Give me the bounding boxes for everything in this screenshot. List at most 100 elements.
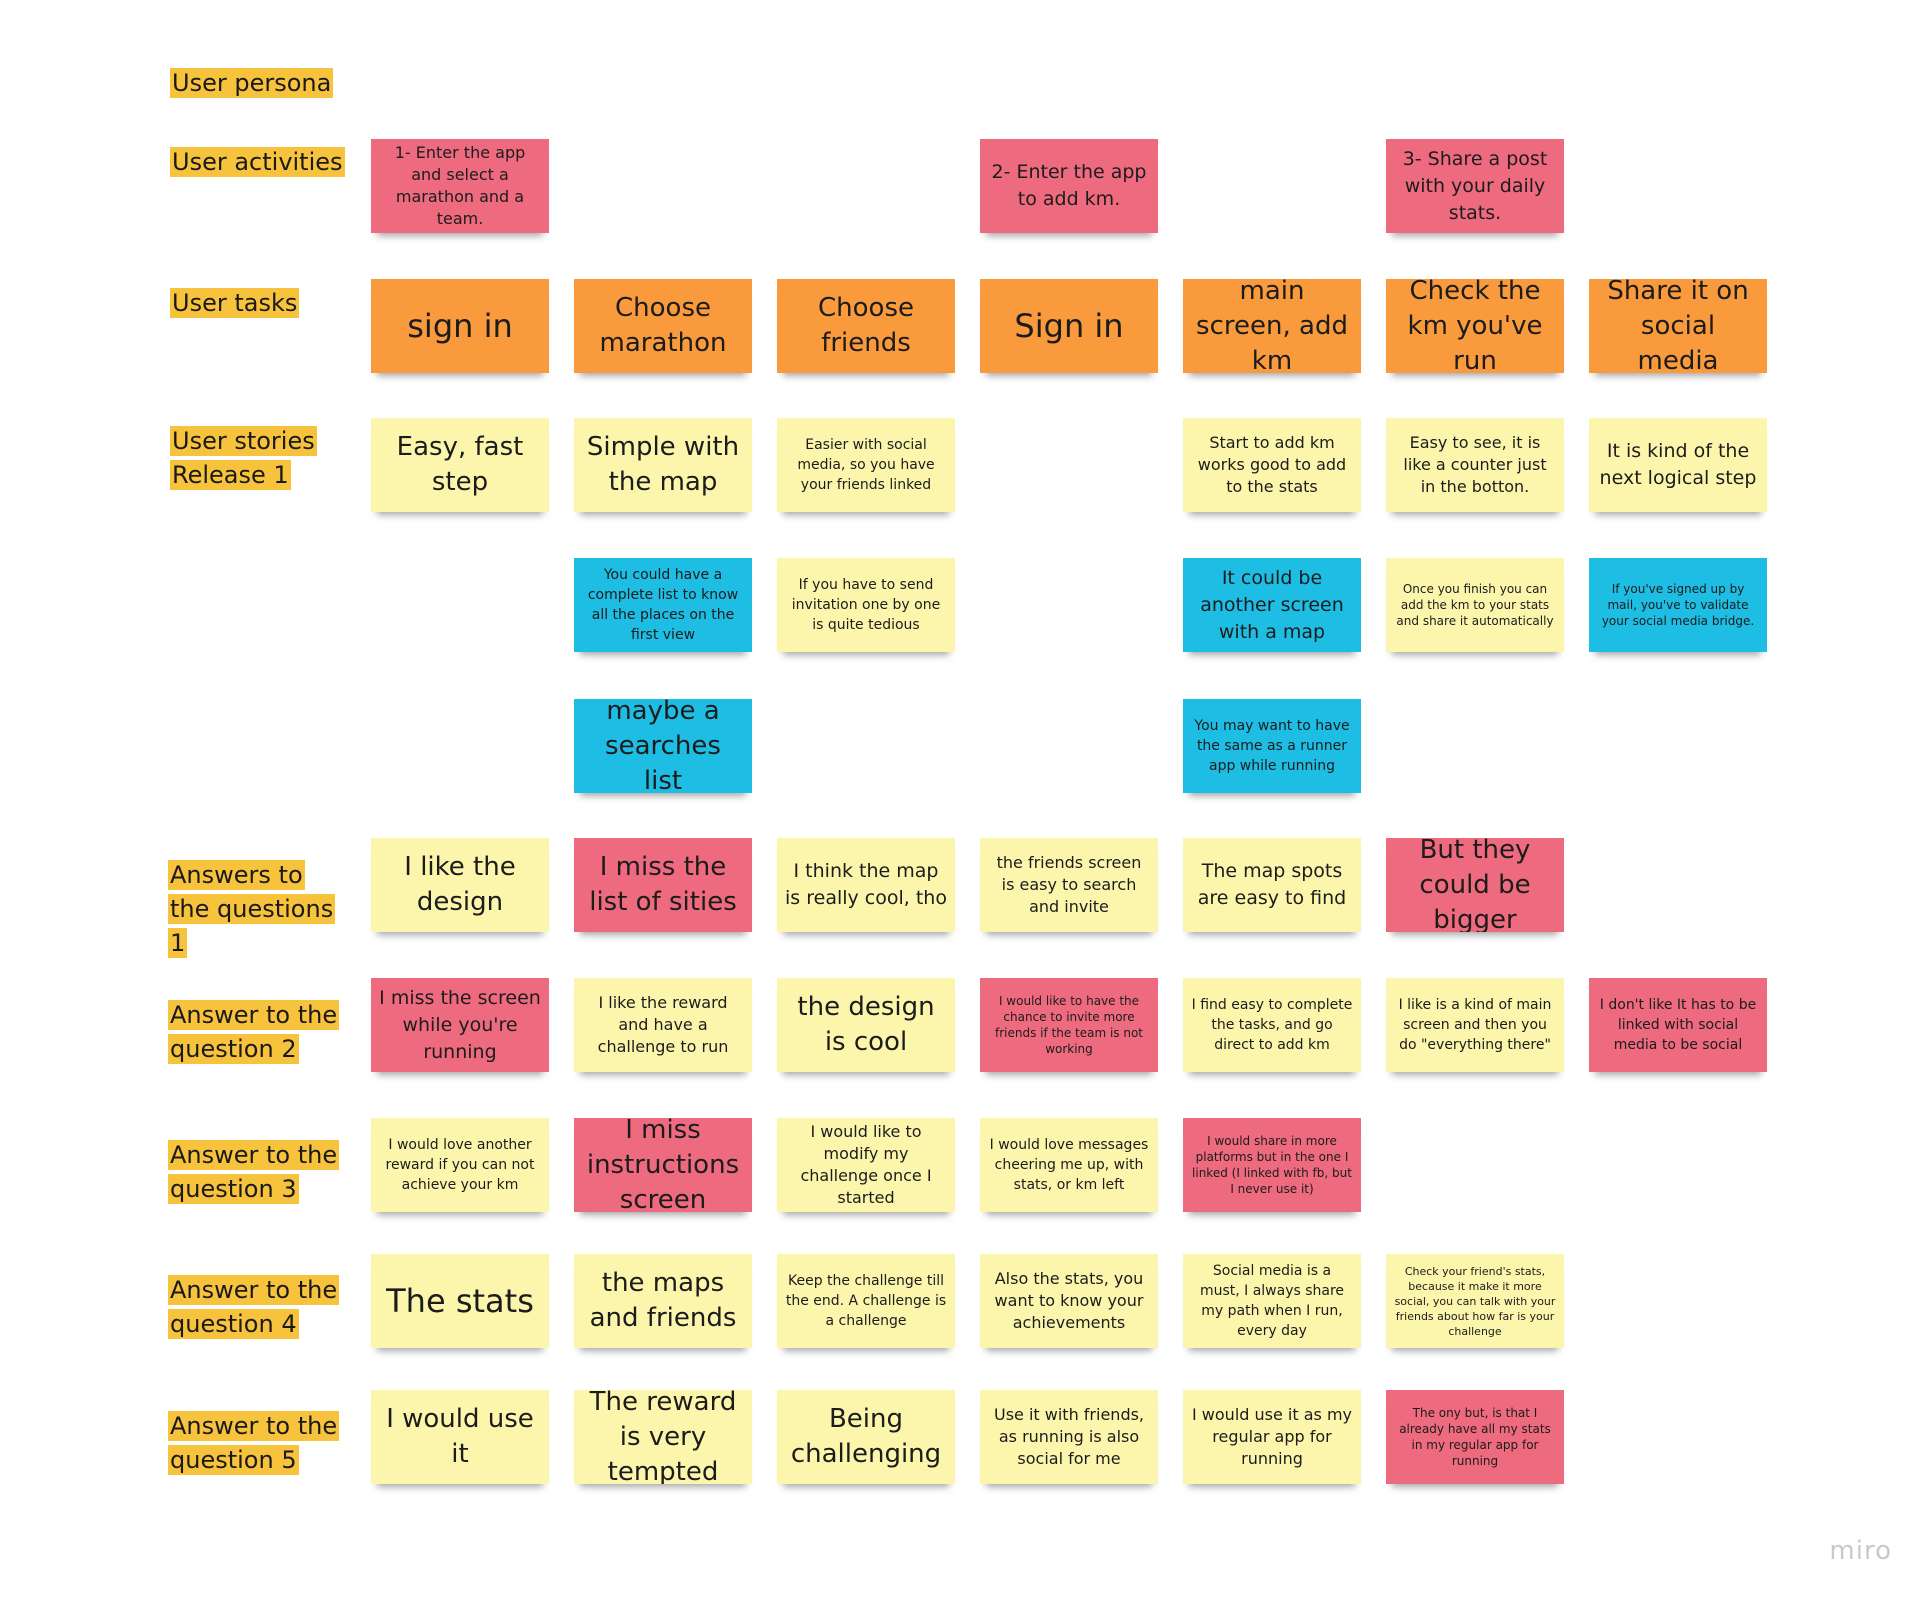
sticky-note-text: Share it on social media bbox=[1607, 279, 1749, 373]
sticky-note-q3-2[interactable]: I would like to modify my challenge once… bbox=[777, 1118, 955, 1212]
sticky-note-q2-6[interactable]: I don't like It has to be linked with so… bbox=[1589, 978, 1767, 1072]
sticky-note-q3-1[interactable]: I miss instructions screen bbox=[574, 1118, 752, 1212]
sticky-note-stories-1[interactable]: Simple with the map bbox=[574, 418, 752, 512]
sticky-note-text: Check your friend's stats, because it ma… bbox=[1394, 1264, 1556, 1338]
sticky-note-text: I would use it bbox=[386, 1404, 534, 1469]
sticky-note-q1-3[interactable]: the friends screen is easy to search and… bbox=[980, 838, 1158, 932]
sticky-note-activities-3[interactable]: 2- Enter the app to add km. bbox=[980, 139, 1158, 233]
sticky-note-stories3-1[interactable]: maybe a searches list bbox=[574, 699, 752, 793]
sticky-note-q4-0[interactable]: The stats bbox=[371, 1254, 549, 1348]
row-label-text: User tasks bbox=[170, 288, 300, 318]
row-label-text: User persona bbox=[170, 68, 334, 98]
sticky-note-stories2-1[interactable]: You could have a complete list to know a… bbox=[574, 558, 752, 652]
row-label-activities: User activities bbox=[170, 145, 350, 179]
sticky-note-tasks-6[interactable]: Share it on social media bbox=[1589, 279, 1767, 373]
sticky-note-text: Check the km you've run bbox=[1407, 279, 1543, 373]
row-label-q4: Answer to the question 4 bbox=[168, 1273, 348, 1341]
sticky-note-text: If you have to send invitation one by on… bbox=[791, 577, 941, 633]
sticky-note-text: You may want to have the same as a runne… bbox=[1194, 718, 1350, 774]
sticky-note-q2-2[interactable]: the design is cool bbox=[777, 978, 955, 1072]
sticky-note-activities-5[interactable]: 3- Share a post with your daily stats. bbox=[1386, 139, 1564, 233]
sticky-note-tasks-1[interactable]: Choose marathon bbox=[574, 279, 752, 373]
sticky-note-text: I would like to have the chance to invit… bbox=[994, 994, 1144, 1056]
sticky-note-q3-3[interactable]: I would love messages cheering me up, wi… bbox=[980, 1118, 1158, 1212]
sticky-note-text: I find easy to complete the tasks, and g… bbox=[1191, 997, 1353, 1053]
sticky-note-q1-5[interactable]: But they could be bigger bbox=[1386, 838, 1564, 932]
sticky-note-stories2-5[interactable]: Once you finish you can add the km to yo… bbox=[1386, 558, 1564, 652]
sticky-note-stories2-6[interactable]: If you've signed up by mail, you've to v… bbox=[1589, 558, 1767, 652]
sticky-note-text: Choose friends bbox=[818, 293, 914, 358]
sticky-note-q4-3[interactable]: Also the stats, you want to know your ac… bbox=[980, 1254, 1158, 1348]
sticky-note-text: It could be another screen with a map bbox=[1200, 566, 1344, 643]
sticky-note-text: Choose marathon bbox=[599, 293, 727, 358]
sticky-note-text: Sign in bbox=[1014, 307, 1124, 345]
sticky-note-tasks-2[interactable]: Choose friends bbox=[777, 279, 955, 373]
sticky-note-q1-2[interactable]: I think the map is really cool, tho bbox=[777, 838, 955, 932]
sticky-note-stories-4[interactable]: Start to add km works good to add to the… bbox=[1183, 418, 1361, 512]
sticky-note-q2-0[interactable]: I miss the screen while you're running bbox=[371, 978, 549, 1072]
row-label-q5: Answer to the question 5 bbox=[168, 1409, 348, 1477]
sticky-note-q4-2[interactable]: Keep the challenge till the end. A chall… bbox=[777, 1254, 955, 1348]
sticky-note-text: I miss the screen while you're running bbox=[379, 986, 541, 1063]
sticky-note-q1-4[interactable]: The map spots are easy to find bbox=[1183, 838, 1361, 932]
sticky-note-text: Being challenging bbox=[790, 1404, 942, 1469]
sticky-note-q2-5[interactable]: I like is a kind of main screen and then… bbox=[1386, 978, 1564, 1072]
sticky-note-q5-2[interactable]: Being challenging bbox=[777, 1390, 955, 1484]
sticky-note-tasks-3[interactable]: Sign in bbox=[980, 279, 1158, 373]
sticky-note-stories2-2[interactable]: If you have to send invitation one by on… bbox=[777, 558, 955, 652]
sticky-note-text: I think the map is really cool, tho bbox=[785, 860, 947, 909]
sticky-note-stories-6[interactable]: It is kind of the next logical step bbox=[1589, 418, 1767, 512]
sticky-note-stories3-4[interactable]: You may want to have the same as a runne… bbox=[1183, 699, 1361, 793]
sticky-note-q5-3[interactable]: Use it with friends, as running is also … bbox=[980, 1390, 1158, 1484]
sticky-note-stories-5[interactable]: Easy to see, it is like a counter just i… bbox=[1386, 418, 1564, 512]
sticky-note-q3-4[interactable]: I would share in more platforms but in t… bbox=[1183, 1118, 1361, 1212]
sticky-note-q5-1[interactable]: The reward is very tempted bbox=[574, 1390, 752, 1484]
sticky-note-tasks-0[interactable]: sign in bbox=[371, 279, 549, 373]
sticky-note-text: The ony but, is that I already have all … bbox=[1399, 1406, 1551, 1468]
row-label-q2: Answer to the question 2 bbox=[168, 998, 348, 1066]
sticky-note-q4-4[interactable]: Social media is a must, I always share m… bbox=[1183, 1254, 1361, 1348]
sticky-note-text: Use it with friends, as running is also … bbox=[993, 1405, 1145, 1468]
sticky-note-text: 2- Enter the app to add km. bbox=[991, 161, 1147, 210]
sticky-note-activities-0[interactable]: 1- Enter the app and select a marathon a… bbox=[371, 139, 549, 233]
row-label-q3: Answer to the question 3 bbox=[168, 1138, 348, 1206]
sticky-note-q5-0[interactable]: I would use it bbox=[371, 1390, 549, 1484]
sticky-note-q5-4[interactable]: I would use it as my regular app for run… bbox=[1183, 1390, 1361, 1484]
sticky-note-text: the design is cool bbox=[797, 992, 935, 1057]
sticky-note-text: the maps and friends bbox=[589, 1268, 737, 1333]
sticky-note-text: I would like to modify my challenge once… bbox=[800, 1122, 932, 1207]
sticky-note-q2-3[interactable]: I would like to have the chance to invit… bbox=[980, 978, 1158, 1072]
sticky-note-stories2-4[interactable]: It could be another screen with a map bbox=[1183, 558, 1361, 652]
sticky-note-text: Easy to see, it is like a counter just i… bbox=[1403, 433, 1547, 496]
sticky-note-text: I like the reward and have a challenge t… bbox=[597, 993, 729, 1056]
sticky-note-text: I would love messages cheering me up, wi… bbox=[989, 1137, 1149, 1193]
sticky-note-q4-5[interactable]: Check your friend's stats, because it ma… bbox=[1386, 1254, 1564, 1348]
sticky-note-tasks-5[interactable]: Check the km you've run bbox=[1386, 279, 1564, 373]
sticky-note-text: The map spots are easy to find bbox=[1197, 860, 1347, 909]
row-label-text: User activities bbox=[170, 147, 345, 177]
sticky-note-q4-1[interactable]: the maps and friends bbox=[574, 1254, 752, 1348]
sticky-note-q2-4[interactable]: I find easy to complete the tasks, and g… bbox=[1183, 978, 1361, 1072]
sticky-note-q1-1[interactable]: I miss the list of sities bbox=[574, 838, 752, 932]
sticky-note-text: It is kind of the next logical step bbox=[1599, 440, 1757, 489]
row-label-stories: User stories Release 1 bbox=[170, 424, 350, 492]
sticky-note-q1-0[interactable]: I like the design bbox=[371, 838, 549, 932]
sticky-note-text: main screen, add km bbox=[1196, 279, 1348, 373]
sticky-note-text: Once you finish you can add the km to yo… bbox=[1396, 582, 1554, 628]
sticky-note-q3-0[interactable]: I would love another reward if you can n… bbox=[371, 1118, 549, 1212]
sticky-note-q2-1[interactable]: I like the reward and have a challenge t… bbox=[574, 978, 752, 1072]
sticky-note-stories-0[interactable]: Easy, fast step bbox=[371, 418, 549, 512]
row-label-text: Answer to the question 5 bbox=[168, 1411, 340, 1475]
sticky-note-stories-2[interactable]: Easier with social media, so you have yo… bbox=[777, 418, 955, 512]
sticky-note-text: I don't like It has to be linked with so… bbox=[1599, 997, 1757, 1053]
sticky-note-text: Start to add km works good to add to the… bbox=[1197, 433, 1347, 496]
sticky-note-text: Social media is a must, I always share m… bbox=[1199, 1263, 1345, 1339]
row-label-text: User stories Release 1 bbox=[170, 426, 317, 490]
sticky-note-text: I miss instructions screen bbox=[586, 1118, 740, 1212]
sticky-note-tasks-4[interactable]: main screen, add km bbox=[1183, 279, 1361, 373]
sticky-note-q5-5[interactable]: The ony but, is that I already have all … bbox=[1386, 1390, 1564, 1484]
row-label-text: Answer to the question 2 bbox=[168, 1000, 340, 1064]
row-label-text: Answers to the questions 1 bbox=[168, 860, 336, 958]
sticky-note-text: I would use it as my regular app for run… bbox=[1192, 1405, 1352, 1468]
